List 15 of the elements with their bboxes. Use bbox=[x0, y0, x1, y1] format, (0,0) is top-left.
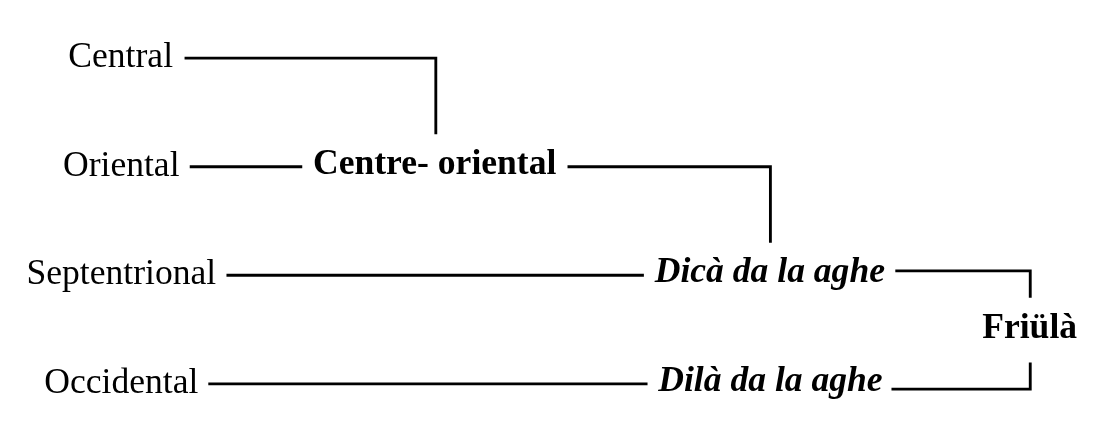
node-text: Friülà bbox=[982, 305, 1078, 346]
connector bbox=[895, 269, 1032, 298]
node-text: Dilà da la aghe bbox=[658, 358, 883, 399]
connector bbox=[226, 273, 644, 277]
connector bbox=[208, 382, 648, 386]
connector bbox=[567, 165, 772, 243]
node-text: Occidental bbox=[44, 360, 199, 401]
node-text: Centre- oriental bbox=[313, 141, 557, 182]
connector bbox=[891, 362, 1032, 391]
connector bbox=[184, 56, 438, 135]
node-text: Central bbox=[68, 35, 174, 76]
node-text: Oriental bbox=[62, 143, 180, 184]
connector bbox=[189, 165, 303, 169]
node-text: Dicà da la aghe bbox=[654, 250, 885, 291]
node-text: Septentrional bbox=[26, 252, 217, 293]
